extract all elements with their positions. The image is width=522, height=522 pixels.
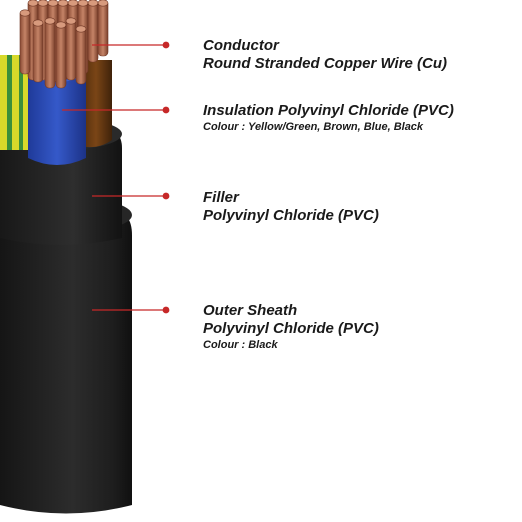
- copper-strand: [44, 17, 56, 89]
- leader-dot-insulation: [162, 106, 170, 114]
- copper-strand-end: [77, 0, 89, 7]
- copper-strand-end: [32, 19, 44, 27]
- label-filler-title: Filler: [203, 189, 239, 206]
- copper-strand-end: [19, 9, 31, 17]
- copper-strand-end: [57, 0, 69, 7]
- copper-strand: [55, 21, 67, 89]
- leader-dot-outer-sheath: [162, 306, 170, 314]
- copper-strand: [87, 0, 99, 63]
- leader-lines: [62, 41, 170, 314]
- label-filler: Filler Polyvinyl Chloride (PVC): [203, 189, 379, 225]
- copper-conductor: [19, 0, 109, 89]
- label-filler-material: Polyvinyl Chloride (PVC): [203, 207, 379, 224]
- leader-dot-conductor: [162, 41, 170, 49]
- copper-strand-end: [67, 0, 79, 7]
- copper-strand: [19, 9, 31, 75]
- copper-strand: [65, 17, 77, 81]
- copper-strand-end: [75, 25, 87, 33]
- copper-strand-end: [65, 17, 77, 25]
- label-insulation-title: Insulation Polyvinyl Chloride (PVC): [203, 102, 454, 119]
- label-conductor-material: Round Stranded Copper Wire (Cu): [203, 55, 448, 72]
- brown-core: [80, 60, 112, 148]
- label-insulation: Insulation Polyvinyl Chloride (PVC) Colo…: [203, 102, 454, 134]
- copper-strand: [97, 0, 109, 57]
- blue-core: [28, 68, 86, 165]
- label-outer-sheath-colour: Colour : Black: [203, 339, 278, 351]
- copper-strand-end: [44, 17, 56, 25]
- copper-strand: [75, 25, 87, 85]
- copper-strand-end: [97, 0, 109, 7]
- label-conductor-title: Conductor: [203, 37, 279, 54]
- label-insulation-colour: Colour : Yellow/Green, Brown, Blue, Blac…: [203, 121, 424, 133]
- leader-dot-filler: [162, 192, 170, 200]
- copper-strand-end: [37, 0, 49, 7]
- copper-strand-end: [47, 0, 59, 7]
- copper-strand: [32, 19, 44, 83]
- label-outer-sheath: Outer Sheath Polyvinyl Chloride (PVC) Co…: [203, 302, 379, 352]
- copper-strand-end: [87, 0, 99, 7]
- copper-strand-end: [55, 21, 67, 29]
- label-conductor: Conductor Round Stranded Copper Wire (Cu…: [203, 37, 447, 73]
- copper-strand-end: [27, 0, 39, 7]
- label-outer-sheath-material: Polyvinyl Chloride (PVC): [203, 320, 379, 337]
- label-outer-sheath-title: Outer Sheath: [203, 302, 298, 319]
